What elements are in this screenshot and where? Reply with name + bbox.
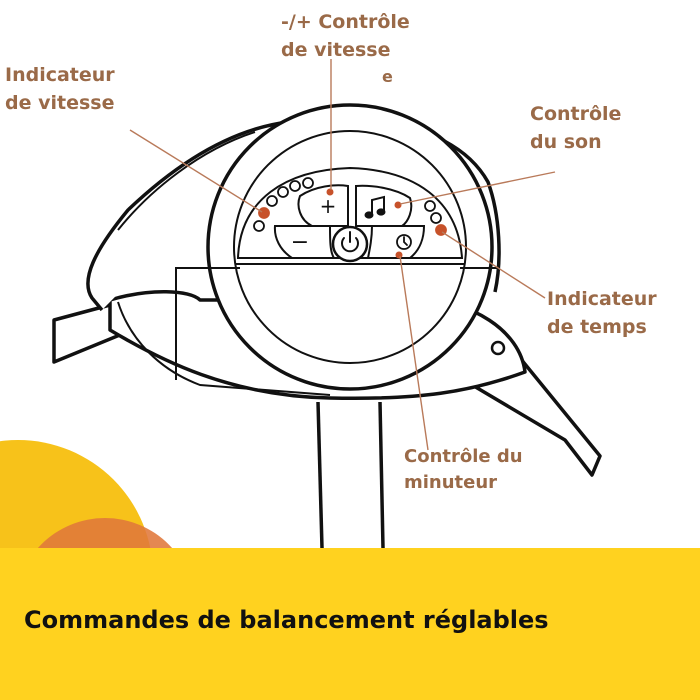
speed-control-label-line2: de vitesse: [281, 39, 391, 61]
leader-lines: [129, 59, 556, 451]
speed-control-callout: -/+ Contrôle de vitesse: [281, 8, 410, 64]
speed-control-fragment: e: [382, 67, 393, 87]
speed-indicator-leds: [253, 177, 314, 232]
sound-control-callout: Contrôle du son: [530, 100, 621, 156]
leader-time-indicator: [441, 231, 546, 299]
timer-control-label-line1: Contrôle du: [404, 446, 523, 467]
time-indicator-label-line2: de temps: [547, 316, 647, 338]
power-icon: [341, 231, 359, 253]
time-indicator-callout: Indicateur de temps: [547, 285, 657, 341]
sound-control-label-line1: Contrôle: [530, 103, 622, 125]
timer-control-label-line2: minuteur: [404, 472, 498, 493]
timer-control-callout: Contrôle du minuteur: [404, 444, 523, 496]
leader-sound-control: [399, 171, 556, 205]
speed-indicator-label-line2: de vitesse: [5, 92, 115, 114]
plus-symbol: +: [320, 194, 337, 218]
power-button[interactable]: [331, 225, 369, 263]
title-banner: [0, 548, 700, 700]
music-note-icon: [364, 195, 386, 219]
time-indicator-leds: [424, 200, 447, 236]
speed-control-fragment-text: e: [382, 67, 393, 86]
timer-control-button[interactable]: [366, 225, 426, 259]
time-indicator-label-line1: Indicateur: [547, 288, 657, 310]
speed-indicator-label-line1: Indicateur: [5, 64, 115, 86]
speed-control-label-line1: -/+ Contrôle: [281, 11, 410, 33]
sound-control-label-line2: du son: [530, 131, 602, 153]
pivot-knob: [490, 340, 506, 356]
leader-timer-control: [399, 255, 429, 451]
minus-symbol: −: [291, 230, 309, 255]
clock-icon: [396, 234, 412, 250]
leader-speed-indicator: [129, 129, 263, 213]
speed-minus-button[interactable]: [273, 225, 336, 259]
banner-title: Commandes de balancement réglables: [24, 606, 549, 634]
speed-indicator-callout: Indicateur de vitesse: [5, 61, 115, 117]
